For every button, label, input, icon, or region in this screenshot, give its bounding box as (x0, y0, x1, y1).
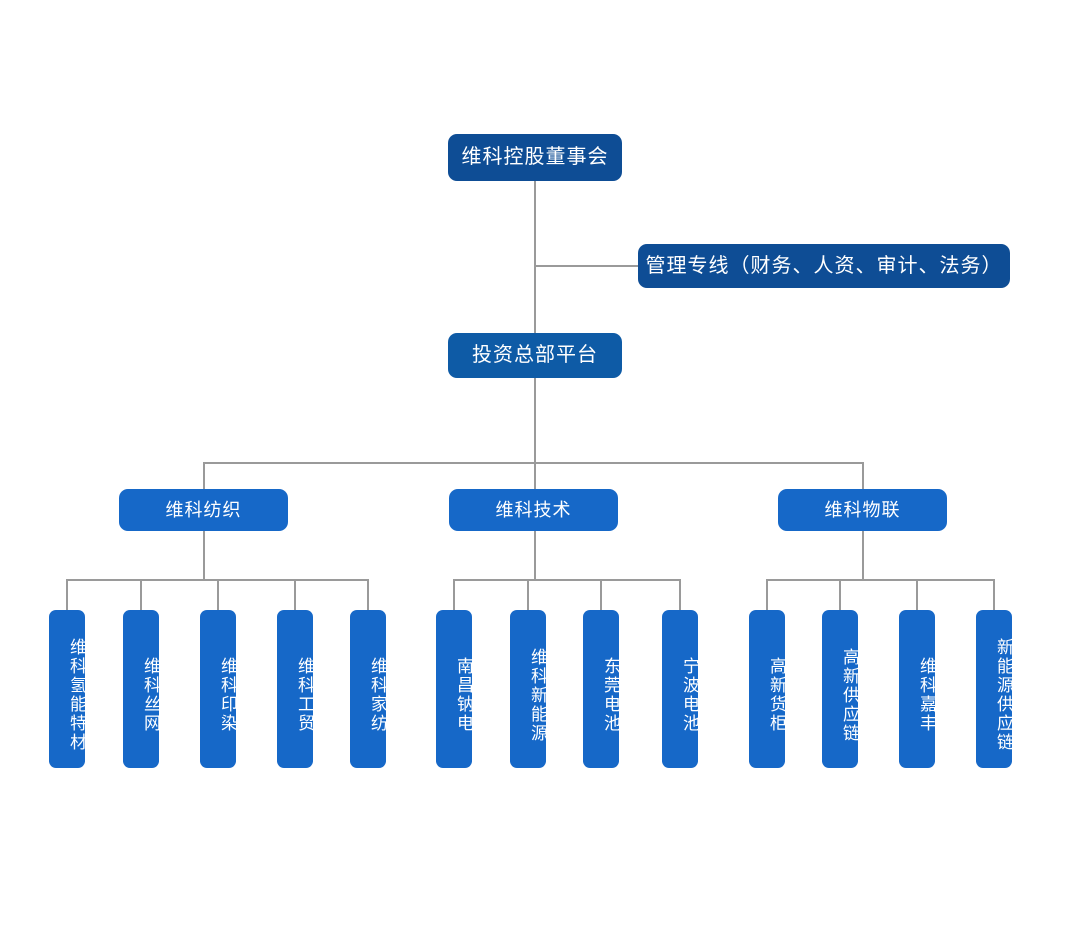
connector-drop-leaf-3-4 (993, 579, 995, 610)
node-leaf-textile-2[interactable]: 维科丝网 (123, 610, 160, 768)
node-leaf-iot-4[interactable]: 新能源供应链 (976, 610, 1013, 768)
connector-drop-leaf-3-2 (839, 579, 841, 610)
node-division-iot[interactable]: 维科物联 (778, 489, 947, 531)
connector-division-bus (203, 462, 864, 464)
connector-drop-leaf-1-2 (140, 579, 142, 610)
node-leaf-technology-3[interactable]: 东莞电池 (583, 610, 620, 768)
connector-leaf-bus-2 (453, 579, 681, 581)
connector-leaf-bus-3 (766, 579, 995, 581)
node-leaf-textile-4[interactable]: 维科工贸 (277, 610, 314, 768)
connector-platform-to-division-bus (534, 378, 536, 462)
connector-drop-leaf-2-2 (527, 579, 529, 610)
connector-drop-leaf-3-3 (916, 579, 918, 610)
connector-drop-division-3 (862, 462, 864, 489)
connector-drop-leaf-2-1 (453, 579, 455, 610)
connector-drop-leaf-2-3 (600, 579, 602, 610)
node-leaf-iot-3[interactable]: 维科嘉丰 (899, 610, 936, 768)
connector-division-2-stem (534, 531, 536, 579)
connector-division-3-stem (862, 531, 864, 579)
node-leaf-textile-3[interactable]: 维科印染 (200, 610, 237, 768)
connector-trunk-to-staff (534, 265, 640, 267)
connector-drop-division-1 (203, 462, 205, 489)
node-leaf-technology-4[interactable]: 宁波电池 (662, 610, 699, 768)
connector-root-to-platform (534, 181, 536, 333)
node-leaf-textile-1[interactable]: 维科氢能特材 (49, 610, 86, 768)
node-leaf-iot-1[interactable]: 高新货柜 (749, 610, 786, 768)
node-division-technology[interactable]: 维科技术 (449, 489, 618, 531)
connector-division-1-stem (203, 531, 205, 579)
connector-drop-division-2 (534, 462, 536, 489)
connector-drop-leaf-1-5 (367, 579, 369, 610)
connector-drop-leaf-1-4 (294, 579, 296, 610)
connector-drop-leaf-1-1 (66, 579, 68, 610)
node-investment-platform[interactable]: 投资总部平台 (448, 333, 622, 378)
node-root-board[interactable]: 维科控股董事会 (448, 134, 622, 181)
connector-drop-leaf-1-3 (217, 579, 219, 610)
connector-drop-leaf-3-1 (766, 579, 768, 610)
node-leaf-technology-1[interactable]: 南昌钠电 (436, 610, 473, 768)
connector-drop-leaf-2-4 (679, 579, 681, 610)
node-division-textile[interactable]: 维科纺织 (119, 489, 288, 531)
node-leaf-textile-5[interactable]: 维科家纺 (350, 610, 387, 768)
node-leaf-iot-2[interactable]: 高新供应链 (822, 610, 859, 768)
node-staff-management-line[interactable]: 管理专线（财务、人资、审计、法务） (638, 244, 1010, 288)
node-leaf-technology-2[interactable]: 维科新能源 (510, 610, 547, 768)
